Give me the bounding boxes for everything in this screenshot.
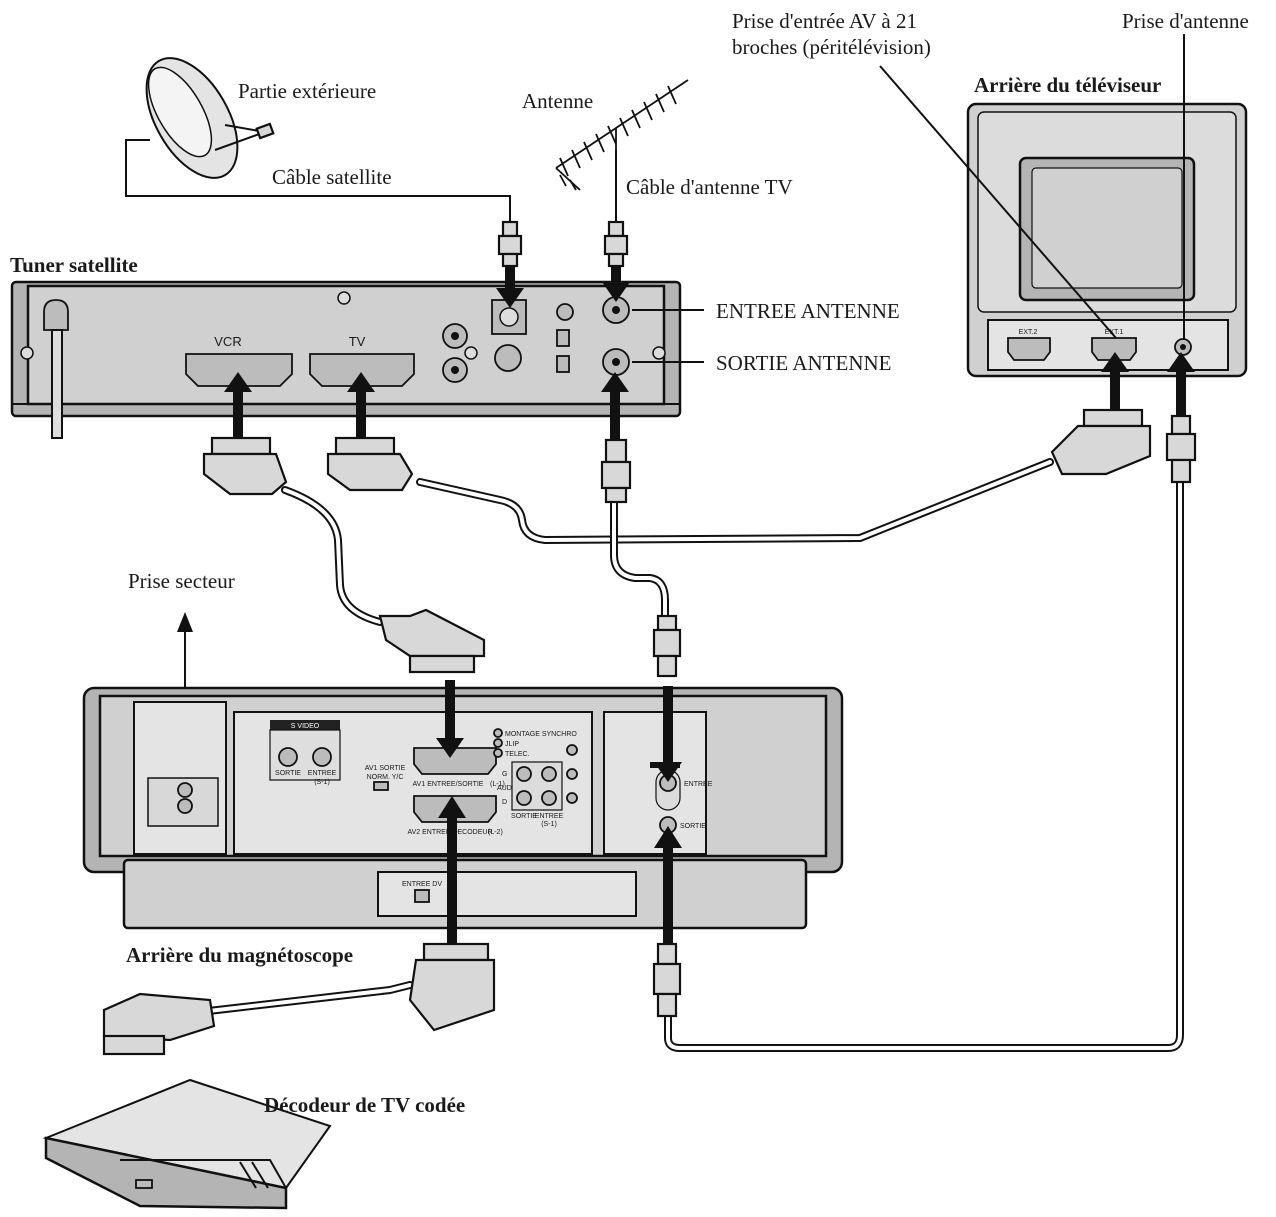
labels: Partie extérieure Antenne Câble satellit… (10, 9, 1249, 1117)
satellite-dish (145, 57, 275, 179)
decoder-box (42, 1078, 332, 1210)
antenna-jack-label: Prise d'antenne (1122, 9, 1249, 33)
antenna-in-label: ENTREE ANTENNE (716, 299, 900, 323)
s-video-sortie-label: SORTIE (275, 770, 301, 777)
audio-sortie-label: SORTIE (511, 813, 537, 820)
satellite-tuner-title: Tuner satellite (10, 253, 138, 277)
s-video-entree-label: ENTREE (308, 770, 337, 777)
telec-label: TELEC. (505, 751, 530, 758)
tv-ext1-socket (1091, 337, 1137, 361)
leader-lines (632, 34, 1185, 363)
satellite-tuner: VCR TV (10, 280, 682, 439)
montage-label: MONTAGE SYNCHRO (505, 731, 577, 738)
av1-sortie-switch-label: AV1 SORTIE (365, 765, 406, 772)
dish-lnb (255, 122, 275, 140)
dv-in-jack (414, 889, 430, 903)
cable-tuner-vcr-to-vcr (281, 486, 384, 626)
tv-ext2-socket (1007, 337, 1051, 361)
satellite-cable-label: Câble satellite (272, 165, 392, 189)
tuner-vcr-scart-socket (185, 353, 293, 387)
s-video-entree-s1-label: (S-1) (314, 779, 330, 786)
television: EXT.2 EXT.1 (966, 102, 1248, 378)
decoder-title: Décodeur de TV codée (264, 1093, 465, 1117)
rf-entree-label: ENTREE (684, 781, 713, 788)
av2-sub-label: (L-2) (488, 829, 503, 836)
top-plugs (497, 220, 629, 268)
tv-ext2-label: EXT.2 (1019, 329, 1038, 336)
satellite-cable (125, 139, 511, 222)
audio-g-label: G (502, 771, 507, 778)
outdoor-unit-label: Partie extérieure (238, 79, 376, 103)
av1-sortie-switch (373, 781, 389, 791)
tuner-vcr-label: VCR (214, 334, 241, 349)
norm-yc-label: NORM. Y/C (367, 774, 404, 781)
scart-jack-label-line2: broches (péritélévision) (732, 35, 931, 59)
audio-label: AUDIO (497, 785, 520, 792)
tv-ext1-label: EXT.1 (1105, 329, 1124, 336)
vcr-power-socket (177, 782, 193, 798)
tuner-tv-label: TV (349, 334, 366, 349)
av1-sub-label: (L-1) (490, 781, 505, 788)
mains-outlet-label: Prise secteur (128, 569, 235, 593)
arrows (177, 266, 1195, 944)
tv-antenna-cable-label: Câble d'antenne TV (626, 175, 793, 199)
dv-in-label: ENTREE DV (402, 881, 442, 888)
scart-jack-label-line1: Prise d'entrée AV à 21 (732, 9, 917, 33)
vcr-av1-socket (413, 747, 497, 775)
audio-entree-sub-label: (S-1) (541, 821, 557, 828)
vcr-rear-title: Arrière du magnétoscope (126, 943, 353, 967)
antenna-out-label: SORTIE ANTENNE (716, 351, 891, 375)
vcr: S VIDEO SORTIE ENTREE (S-1) AV1 SORTIE N… (82, 686, 844, 930)
tv-rear-title: Arrière du téléviseur (974, 73, 1161, 97)
av1-label: AV1 ENTREE/SORTIE (413, 781, 484, 788)
antenna-label: Antenne (522, 89, 593, 113)
coax-plugs (600, 414, 1197, 1018)
s-video-label: S VIDEO (291, 723, 320, 730)
audio-d-label: D (502, 799, 507, 806)
tuner-tv-scart-socket (309, 353, 415, 387)
tv-antenna (555, 79, 689, 191)
tuner-power-cord (51, 329, 63, 439)
scart-plugs (102, 408, 1152, 1056)
audio-entree-label: ENTREE (535, 813, 564, 820)
cable-tuner-out-to-vcr-in (610, 496, 669, 619)
rf-sortie-label: SORTIE (680, 823, 706, 830)
jlip-label: JLIP (505, 741, 519, 748)
